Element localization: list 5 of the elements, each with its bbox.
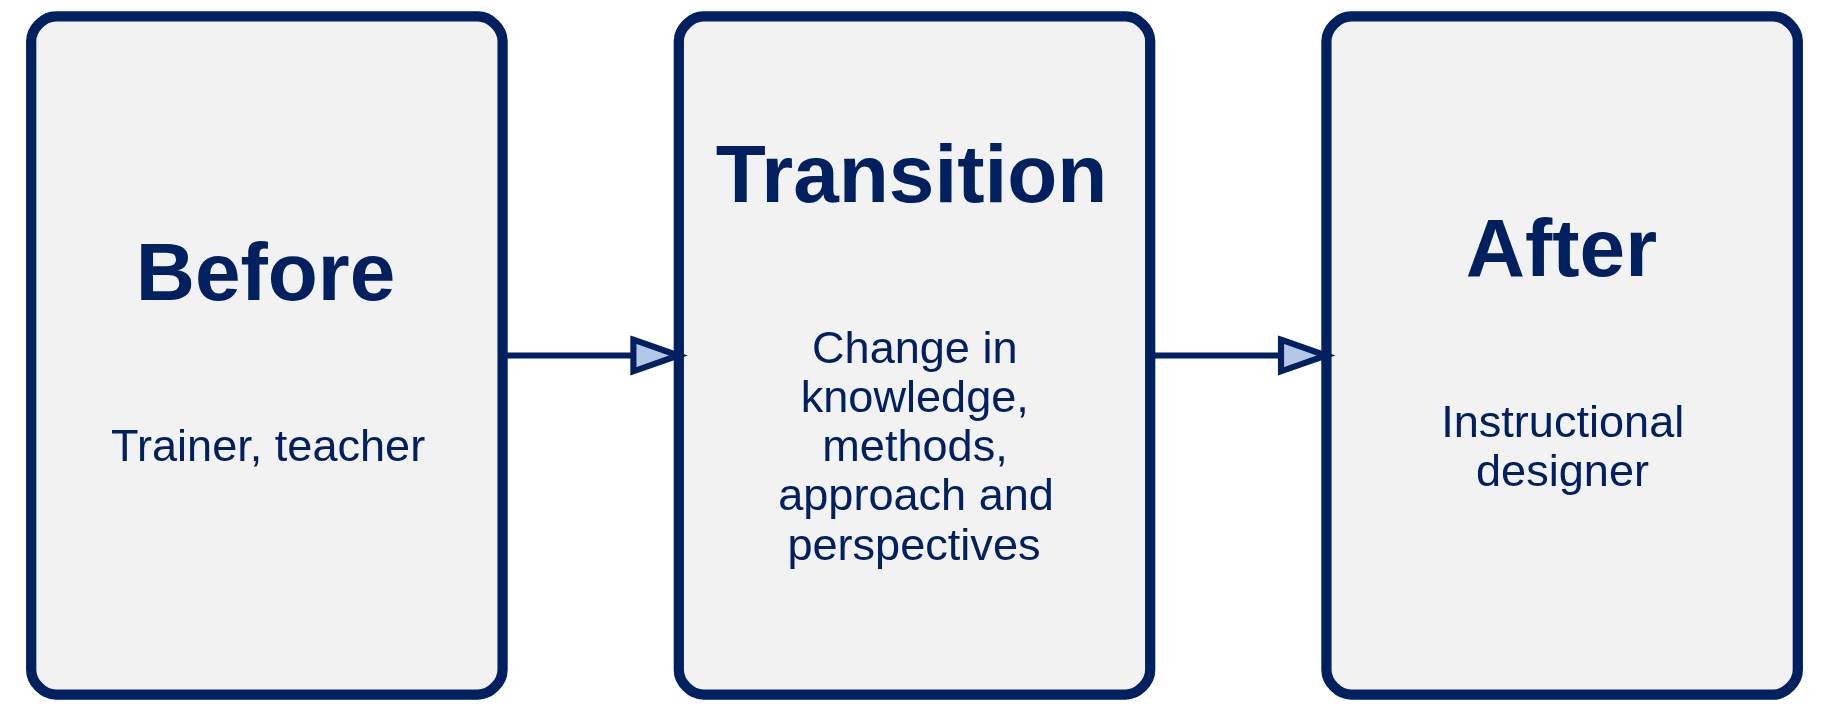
arrow [1150,335,1336,376]
node-box: After Instructional designer [1321,11,1803,700]
node-box: Transition Change in knowledge, methods, approach and perspectives [673,11,1156,700]
arrow [503,335,688,376]
node-box: Before Trainer, teacher [26,11,508,700]
